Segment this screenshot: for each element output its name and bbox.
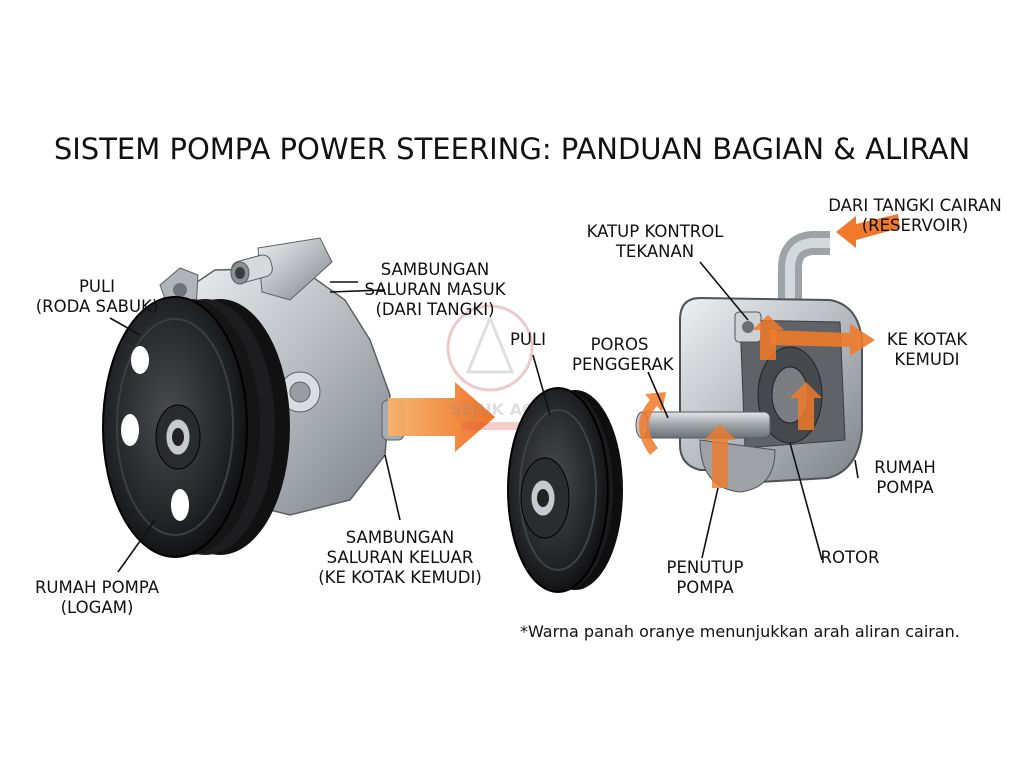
label-rumah-pompa-logam: RUMAH POMPA(LOGAM) <box>34 578 160 617</box>
pulley-hole <box>121 414 139 446</box>
label-dari-tangki: DARI TANGKI CAIRAN(RESERVOIR) <box>828 196 1002 235</box>
page-title: SISTEM POMPA POWER STEERING: PANDUAN BAG… <box>53 132 971 166</box>
flow-arrows <box>639 214 900 488</box>
label-puli-middle: PULI <box>509 330 547 349</box>
mount-hole <box>173 283 187 297</box>
drive-shaft <box>639 411 771 439</box>
pulley-middle <box>507 387 623 593</box>
pulley-hole <box>171 489 189 521</box>
pulley-hole <box>131 346 149 374</box>
label-rotor: ROTOR <box>820 548 880 567</box>
cutaway-pump <box>635 214 900 493</box>
inlet-fitting <box>230 237 333 301</box>
flow-note: *Warna panah oranye menunjukkan arah ali… <box>520 622 960 641</box>
leader-lines <box>109 261 859 573</box>
left-pump-assembly <box>102 237 405 558</box>
transition-arrow <box>388 382 495 452</box>
watermark-logo: SEJUK AC <box>446 304 534 430</box>
label-puli-roda-sabuk: PULI(RODA SABUK) <box>35 277 159 316</box>
watermark-text: SEJUK AC <box>450 400 534 419</box>
pulley-left <box>102 296 290 558</box>
